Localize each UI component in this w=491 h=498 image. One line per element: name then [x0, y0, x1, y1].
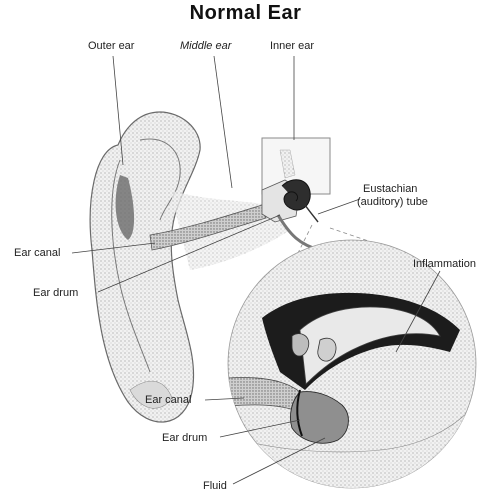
- label-inner-ear: Inner ear: [270, 40, 314, 52]
- label-ear-drum-bottom: Ear drum: [162, 432, 207, 444]
- magnified-view: [228, 240, 480, 490]
- label-inflammation: Inflammation: [413, 258, 476, 270]
- outer-ear-shape: [90, 112, 200, 422]
- label-ear-canal-bottom: Ear canal: [145, 394, 191, 406]
- label-fluid: Fluid: [203, 480, 227, 492]
- label-ear-canal-top: Ear canal: [14, 247, 60, 259]
- leader-middle-ear: [214, 56, 232, 188]
- label-eustachian-line1: Eustachian: [363, 183, 417, 195]
- label-outer-ear: Outer ear: [88, 40, 134, 52]
- label-eustachian-line2: (auditory) tube: [357, 196, 428, 208]
- label-middle-ear: Middle ear: [180, 40, 231, 52]
- label-ear-drum-top: Ear drum: [33, 287, 78, 299]
- leader-eustachian: [318, 199, 360, 214]
